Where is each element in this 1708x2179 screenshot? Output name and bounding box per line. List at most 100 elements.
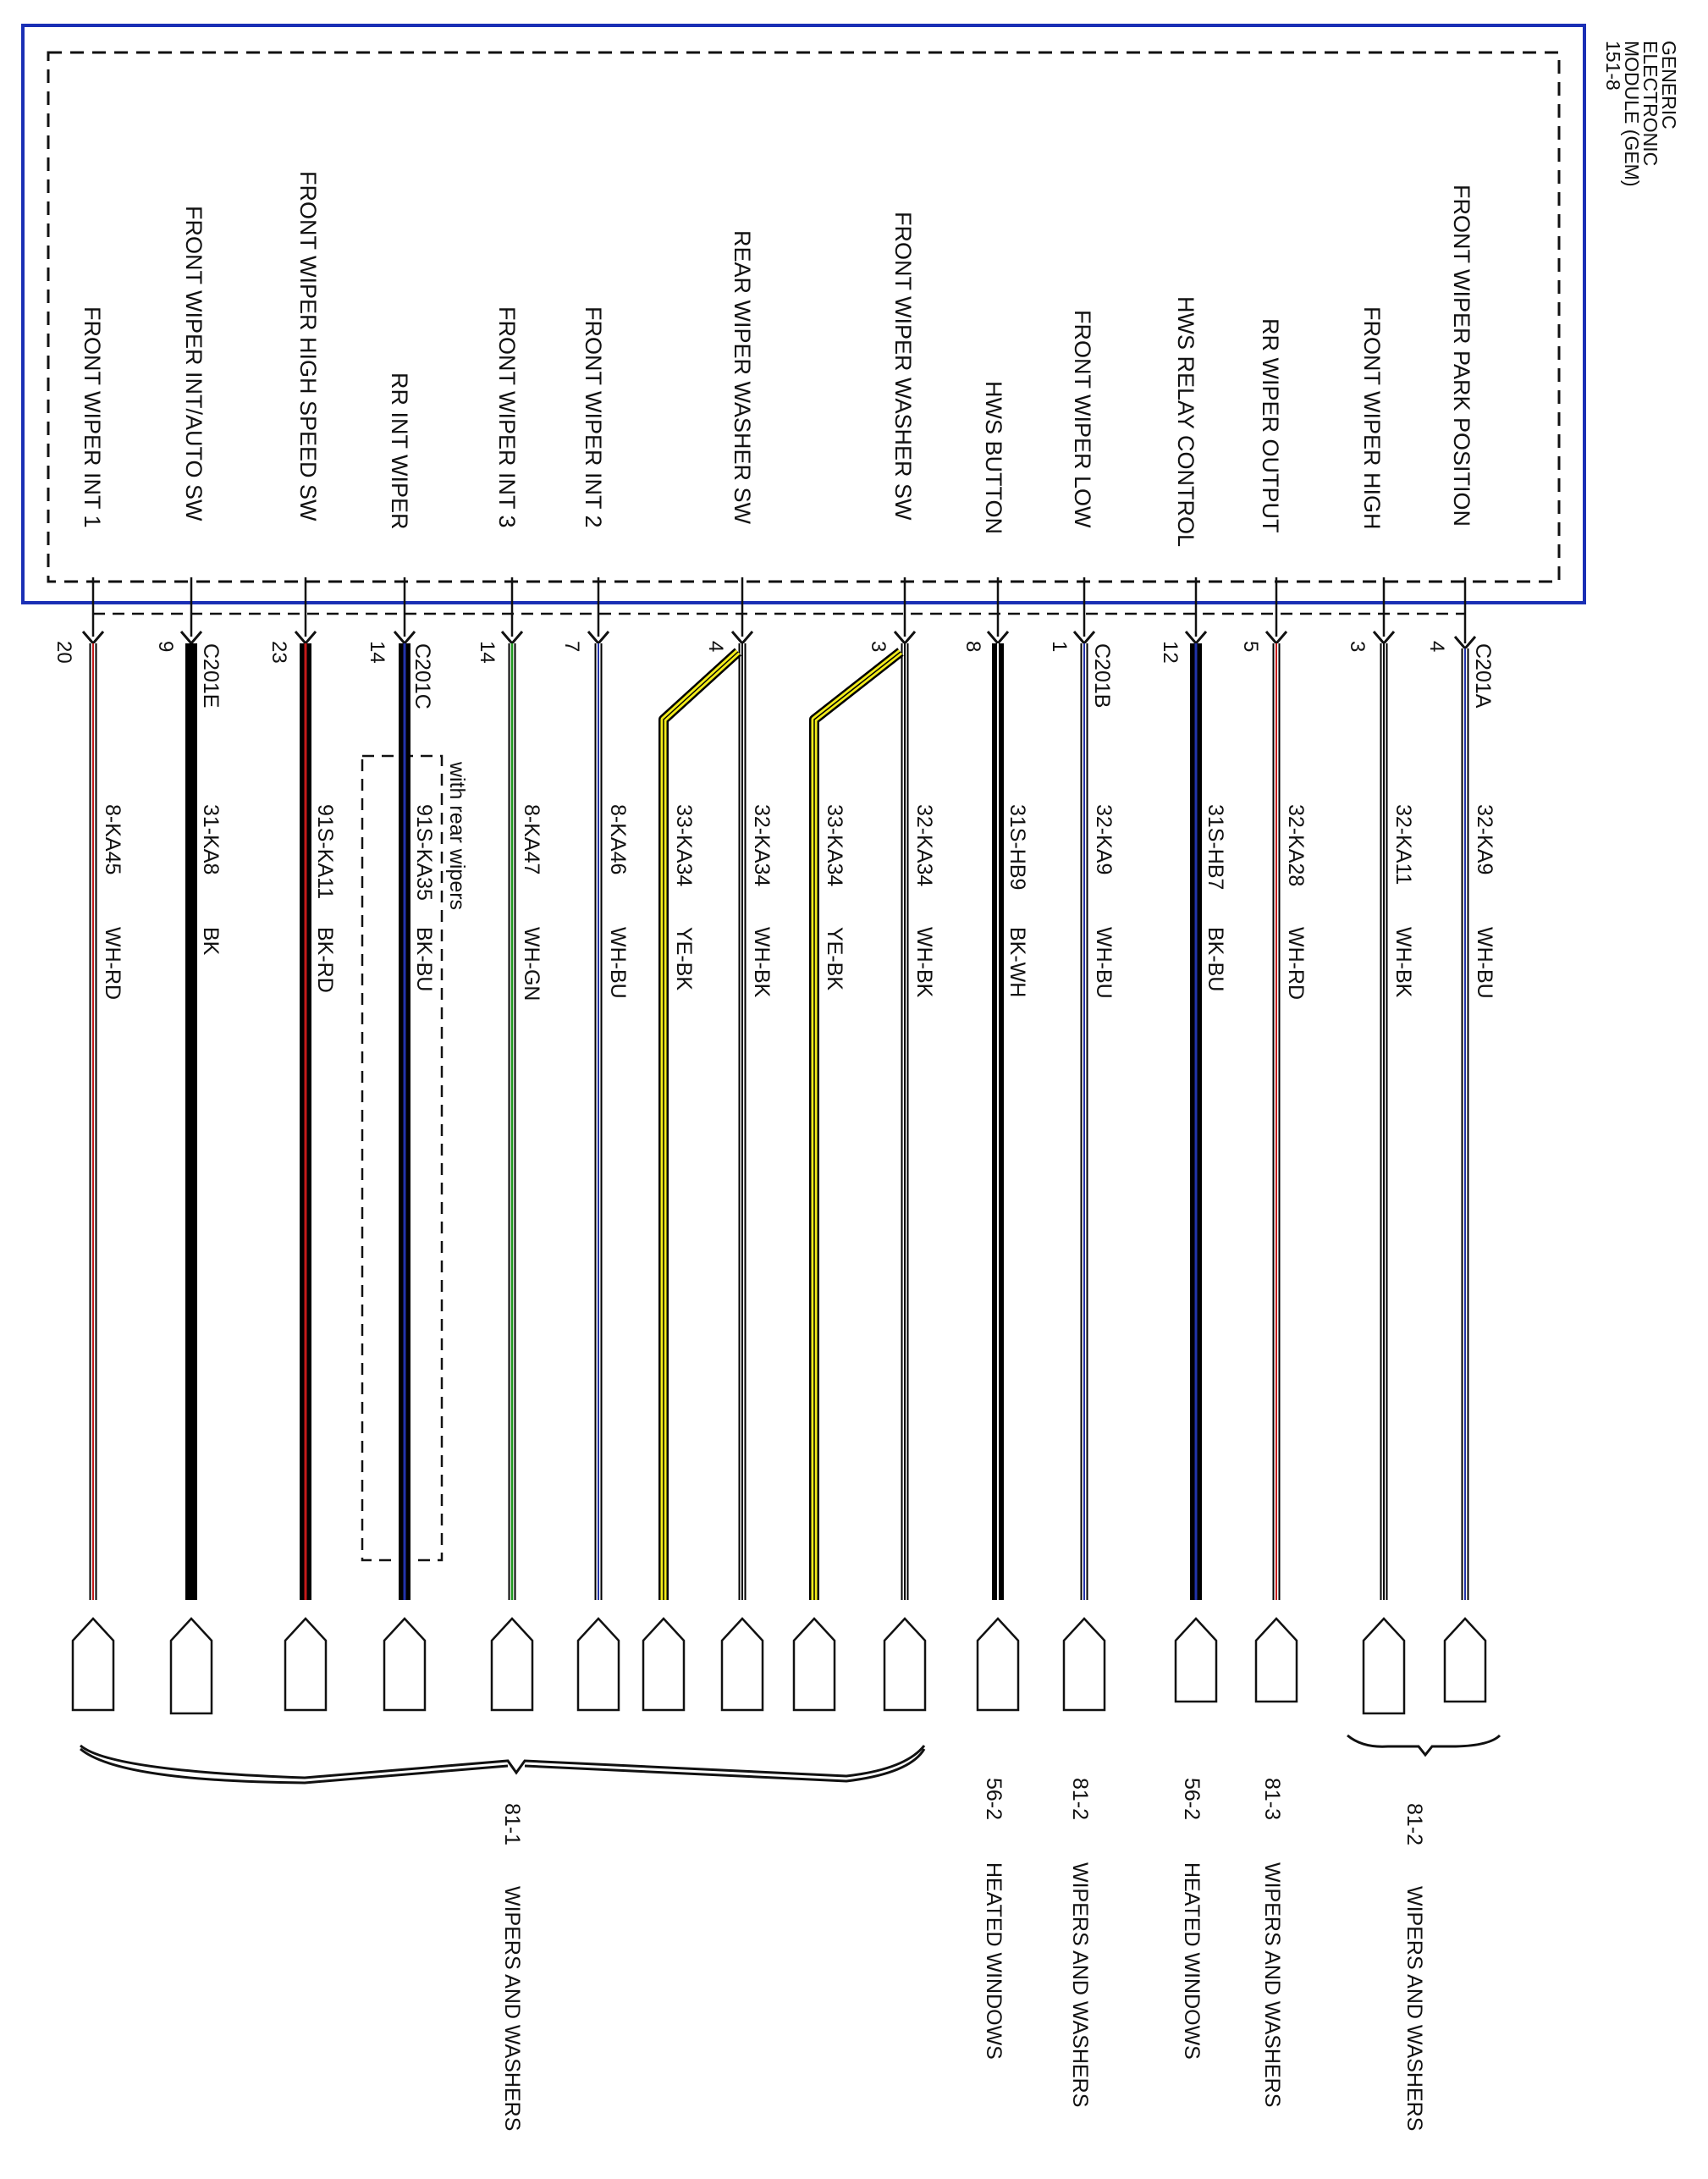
wire-color: BK-BU [412, 927, 436, 991]
pin-number: 14 [366, 641, 388, 664]
wire-color: WH-RD [101, 927, 124, 1000]
terminal [1443, 1617, 1487, 1703]
wire-color: WH-BU [1092, 927, 1116, 999]
pin-number: 3 [1346, 641, 1369, 652]
terminal [1362, 1617, 1406, 1715]
destination-page: 81-2 [1402, 1803, 1426, 1845]
module-name: GENERIC ELECTRONIC MODULE (GEM) 151-8 [1602, 41, 1680, 192]
signal-label: REAR WIPER WASHER SW [730, 230, 755, 525]
circuit-front-wiper-high: FRONT WIPER HIGH 3 32-KA11 WH-BK [1346, 306, 1415, 1715]
pin-number: 7 [560, 641, 583, 652]
wire-color: BK-WH [1006, 927, 1029, 997]
terminal [642, 1617, 686, 1712]
wire-id: 32-KA9 [1092, 804, 1116, 874]
brace-81-1-group [80, 1744, 926, 1785]
terminal [976, 1617, 1020, 1712]
wire-id: 32-KA11 [1391, 804, 1415, 885]
pin-number: 3 [867, 641, 890, 652]
destination-81-3: 81-3 WIPERS AND WASHERS [1260, 1778, 1284, 2107]
circuit-rear-wiper-washer-sw: REAR WIPER WASHER SW 4 32-KA34 WH-BK 33-… [642, 230, 774, 1712]
wire-id: 8-KA47 [520, 804, 543, 874]
signal-label: FRONT WIPER INT 2 [581, 306, 606, 528]
wire-id: 31-KA8 [199, 804, 223, 874]
wire-color: WH-BK [750, 927, 774, 998]
destination-label: HEATED WINDOWS [982, 1862, 1006, 2060]
pin-number: 12 [1159, 641, 1182, 664]
terminal [284, 1617, 328, 1712]
splice-wire-color: YE-BK [823, 927, 846, 990]
destination-page: 56-2 [982, 1778, 1006, 1820]
destination-page: 56-2 [1180, 1778, 1204, 1820]
destination-56-2-relay: 56-2 HEATED WINDOWS [1180, 1778, 1204, 2060]
splice-33-ka34-rear [658, 648, 742, 1600]
connector-id: C201C [410, 643, 434, 709]
circuit-front-wiper-washer-sw: FRONT WIPER WASHER SW 3 32-KA34 WH-BK 33… [792, 212, 936, 1712]
terminal [1062, 1617, 1106, 1712]
wire-color: BK [199, 927, 223, 956]
circuit-front-wiper-low: FRONT WIPER LOW 1 C201B 32-KA9 WH-BU [1048, 310, 1116, 1712]
destination-label: WIPERS AND WASHERS [1068, 1862, 1092, 2107]
wire-id: 32-KA34 [750, 804, 774, 886]
destination-81-2-right: 81-2 WIPERS AND WASHERS [1402, 1803, 1426, 2131]
wire-color: WH-BK [1391, 927, 1415, 998]
circuit-front-wiper-int-2: FRONT WIPER INT 2 7 8-KA46 WH-BU [560, 306, 630, 1712]
circuit-hws-button: HWS BUTTON 8 31S-HB9 BK-WH [961, 381, 1029, 1712]
signal-label: FRONT WIPER WASHER SW [890, 212, 916, 521]
signal-label: HWS BUTTON [981, 381, 1006, 534]
destination-page: 81-1 [500, 1803, 524, 1845]
connector-id: C201A [1471, 643, 1495, 709]
splice-33-ka34-front [809, 648, 904, 1600]
wire-id: 8-KA45 [101, 804, 124, 874]
signal-label: FRONT WIPER HIGH SPEED SW [295, 171, 321, 521]
terminal [1254, 1617, 1298, 1703]
destination-label: WIPERS AND WASHERS [500, 1886, 524, 2131]
destination-81-2-low: 81-2 WIPERS AND WASHERS [1068, 1778, 1092, 2107]
terminal [71, 1617, 115, 1712]
pin-number: 4 [1425, 641, 1448, 652]
wire-id: 31S-HB9 [1006, 804, 1029, 890]
rear-wiper-option-note: with rear wipers [445, 761, 469, 910]
pin-number: 8 [961, 641, 984, 652]
circuit-front-wiper-high-speed-sw: FRONT WIPER HIGH SPEED SW 23 91S-KA11 BK… [267, 171, 337, 1712]
brace-81-2-group [1347, 1734, 1501, 1757]
wire-color: WH-BU [606, 927, 630, 999]
pin-number: 5 [1239, 641, 1262, 652]
destination-56-2-button: 56-2 HEATED WINDOWS [982, 1778, 1006, 2060]
connector-id: C201B [1090, 643, 1114, 708]
destination-page: 81-3 [1260, 1778, 1284, 1820]
signal-label: FRONT WIPER INT/AUTO SW [181, 206, 207, 521]
signal-label: FRONT WIPER PARK POSITION [1449, 185, 1474, 527]
destination-label: HEATED WINDOWS [1180, 1862, 1204, 2060]
circuit-front-wiper-park-position: FRONT WIPER PARK POSITION 4 C201A 32-KA9… [1425, 185, 1496, 1703]
circuit-front-wiper-int-auto-sw: FRONT WIPER INT/AUTO SW 9 C201E 31-KA8 B… [154, 206, 223, 1715]
pin-number: 4 [704, 641, 727, 652]
wire-color: WH-GN [520, 927, 543, 1001]
destination-label: WIPERS AND WASHERS [1260, 1862, 1284, 2107]
terminal [490, 1617, 534, 1712]
wire-color: WH-BU [1473, 927, 1496, 999]
circuit-front-wiper-int-1: FRONT WIPER INT 1 20 8-KA45 WH-RD [52, 306, 124, 1712]
terminal [720, 1617, 764, 1712]
destination-81-1: 81-1 WIPERS AND WASHERS [500, 1803, 524, 2131]
pin-number: 14 [476, 641, 499, 664]
splice-wire-color: YE-BK [672, 927, 696, 990]
gem-module-box [21, 24, 1586, 604]
wire-color: BK-BU [1204, 927, 1227, 991]
signal-label: RR INT WIPER [387, 372, 412, 530]
wire-color: BK-RD [313, 927, 337, 993]
wire-id: 32-KA9 [1473, 804, 1496, 874]
destination-page: 81-2 [1068, 1778, 1092, 1820]
terminal [883, 1617, 927, 1712]
pin-number: 20 [52, 641, 75, 664]
signal-label: FRONT WIPER LOW [1070, 310, 1095, 528]
pin-number: 23 [267, 641, 290, 664]
signal-label: RR WIPER OUTPUT [1258, 318, 1283, 533]
circuit-rr-int-wiper: RR INT WIPER 14 C201C 91S-KA35 BK-BU [366, 372, 436, 1712]
splice-wire-id: 33-KA34 [672, 804, 696, 886]
wire-id: 32-KA28 [1284, 804, 1308, 886]
terminal [169, 1617, 213, 1715]
signal-label: HWS RELAY CONTROL [1173, 296, 1198, 547]
circuit-rr-wiper-output: RR WIPER OUTPUT 5 32-KA28 WH-RD [1239, 318, 1308, 1703]
signal-label: FRONT WIPER INT 1 [80, 306, 105, 528]
